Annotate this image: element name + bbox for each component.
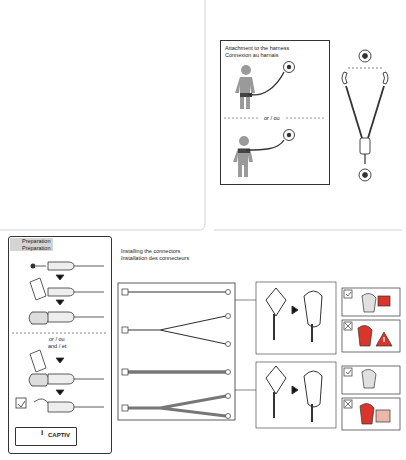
preparation-steps (10, 239, 108, 440)
panel-box: Attachment to the harnessConnexion au ha… (220, 40, 330, 185)
panel-heading: Connexion au harnais (225, 52, 279, 59)
section-heading: Installation des connecteurs (120, 255, 190, 262)
connector-diagram (118, 283, 256, 420)
button-label: CAPTIV (20, 432, 70, 439)
check-panels (342, 288, 400, 430)
section-heading: Installing the connectors (120, 248, 181, 255)
y-lanyard (342, 50, 388, 181)
button-box: CAPTIV (15, 427, 77, 446)
person-figure (233, 62, 295, 178)
panel-heading: Preparation (10, 238, 53, 245)
alternative-note: or / ou (48, 336, 66, 343)
page-divider (0, 0, 402, 230)
info-icon-letter: i (40, 428, 44, 438)
panel-heading: Attachment to the harness (225, 45, 289, 52)
panel-heading: Préparation (10, 245, 53, 252)
alternative-note: or / ou (263, 115, 281, 122)
alternative-note: and / et (47, 343, 67, 350)
carabiner-figures (256, 282, 336, 428)
